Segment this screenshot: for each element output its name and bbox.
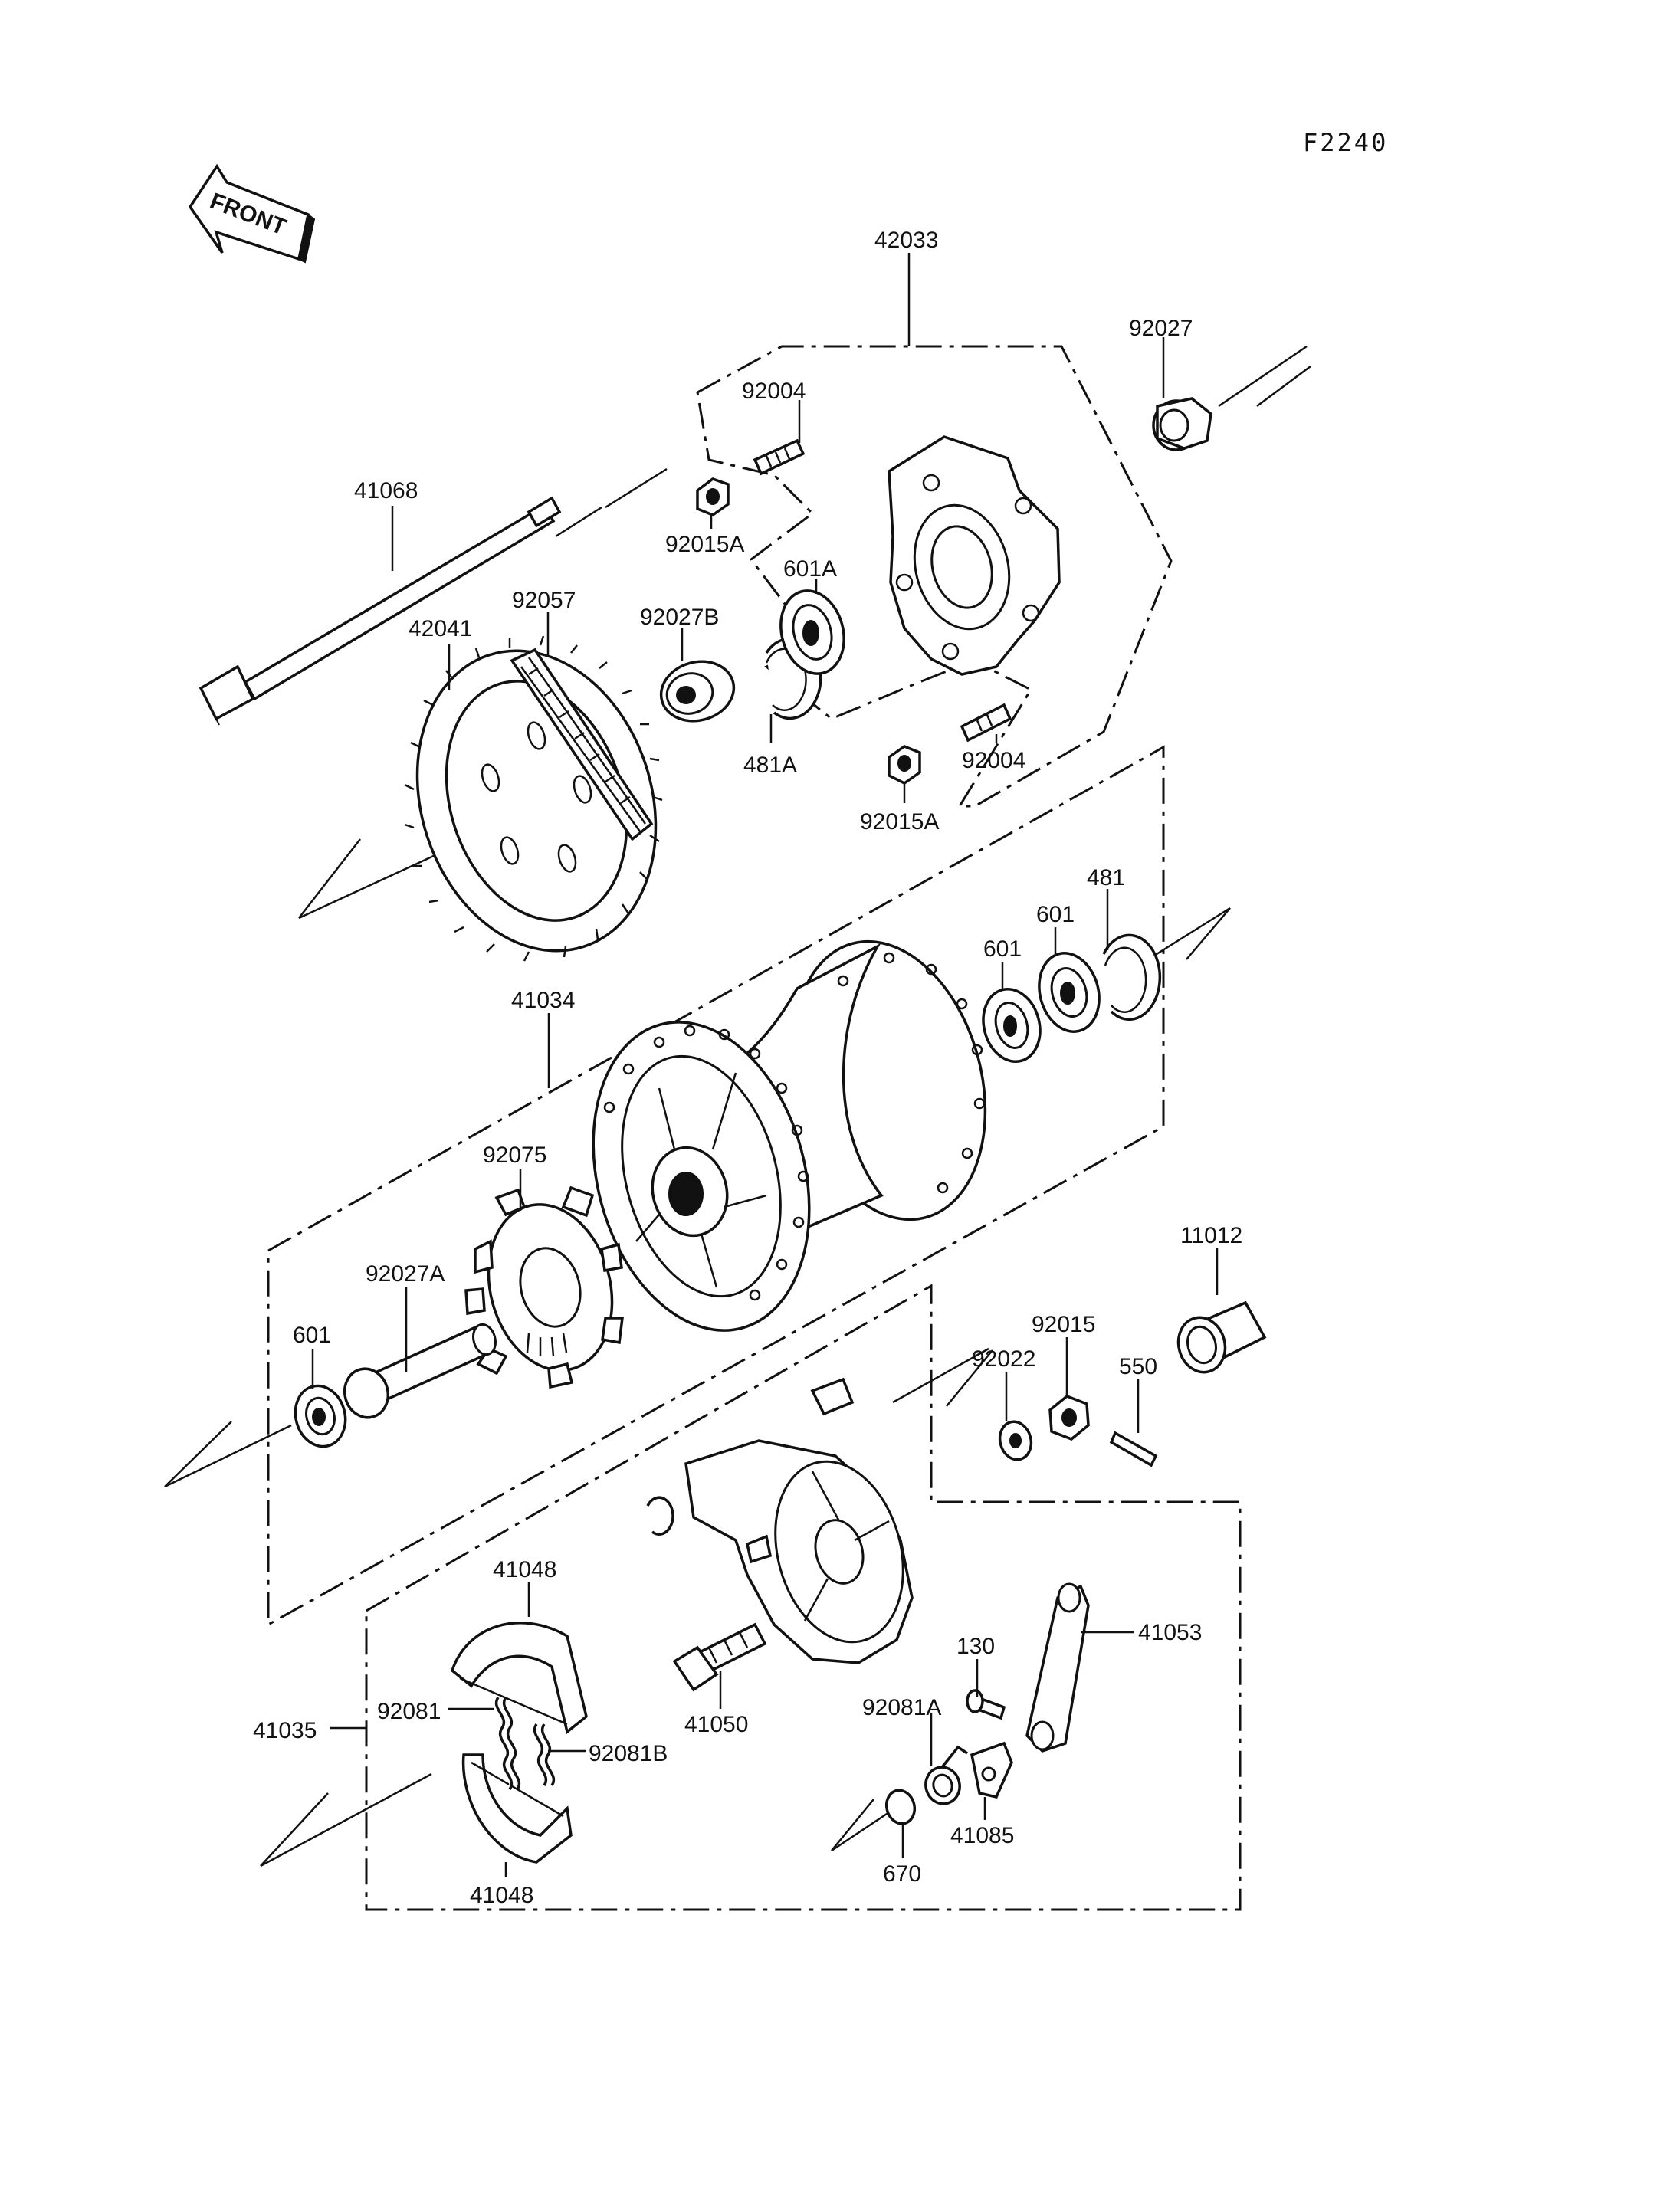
part-label: 670 [883, 1861, 921, 1887]
part-label: 92081A [862, 1695, 941, 1720]
spring-92081B [533, 1723, 555, 1786]
part-label: 42041 [409, 616, 472, 641]
part-label: 41048 [493, 1557, 556, 1582]
bearing-601A [779, 589, 845, 675]
part-label: 41068 [354, 478, 418, 503]
sprocket-hub-42033 [888, 435, 1061, 676]
part-label: 92027B [640, 605, 719, 630]
chain-92057 [510, 648, 654, 841]
part-label: 601A [783, 556, 837, 582]
axle-41068 [199, 496, 562, 726]
bearing-601-left [294, 1384, 347, 1448]
part-label: 92015A [665, 532, 744, 557]
part-label: 11012 [1180, 1223, 1242, 1248]
cotter-pin-550 [1109, 1431, 1158, 1467]
part-labels: 42033 92027 92004 41068 92015A 601A 9202… [253, 228, 1242, 1908]
stud-92004-upper [753, 438, 806, 476]
brake-panel-41035 [684, 1377, 914, 1664]
part-label: 41035 [253, 1718, 317, 1743]
diagram-code: F2240 [1303, 128, 1388, 157]
indicator-plate-41085 [970, 1741, 1013, 1799]
part-label: 41085 [950, 1823, 1014, 1848]
wheel-hub-41034 [592, 939, 987, 1332]
part-label: 601 [293, 1323, 331, 1348]
part-label: 601 [1036, 902, 1075, 927]
washer-92022 [998, 1420, 1033, 1461]
part-label: 601 [983, 936, 1022, 962]
part-label: 92004 [962, 748, 1025, 773]
part-label: 41034 [511, 988, 575, 1013]
spring-92081A [924, 1745, 968, 1805]
spring-92081 [495, 1697, 520, 1790]
part-label: 92081B [589, 1741, 668, 1766]
part-label: 92022 [972, 1346, 1035, 1372]
brake-shoe-41048-lower [461, 1753, 573, 1864]
brake-shoe-41048-upper [450, 1622, 588, 1735]
part-label: 92027A [366, 1261, 445, 1287]
leader-lines [311, 253, 1219, 1877]
collar-11012 [1176, 1300, 1267, 1374]
part-label: 41048 [470, 1883, 533, 1908]
damper-92075 [464, 1185, 624, 1389]
part-label: 92075 [483, 1143, 546, 1168]
part-label: 92015A [860, 809, 939, 835]
part-label: 42033 [874, 228, 938, 253]
part-label: 92057 [512, 588, 576, 613]
part-label: 550 [1119, 1354, 1157, 1379]
part-label: 481A [743, 753, 797, 778]
sprocket-42041 [404, 635, 663, 962]
circlip-481 [1102, 933, 1162, 1021]
part-label: 92081 [377, 1699, 441, 1724]
nut-92015A-upper [696, 477, 730, 516]
brake-cam-41050 [672, 1622, 767, 1692]
front-arrow-icon: FRONT [188, 163, 316, 264]
part-label: 41050 [684, 1712, 748, 1737]
part-label: 92027 [1129, 316, 1193, 341]
circlip-small [646, 1496, 674, 1536]
collar-92027 [1152, 397, 1212, 451]
o-ring-670 [884, 1789, 917, 1825]
part-label: 41053 [1138, 1620, 1202, 1645]
part-label: 130 [956, 1634, 995, 1659]
collar-92027B [659, 660, 736, 723]
bearing-601-right-outer [1038, 952, 1101, 1033]
nut-92015 [1048, 1395, 1090, 1441]
stud-92004-lower [960, 703, 1012, 743]
nut-92015A-lower [888, 745, 921, 785]
bolt-130 [966, 1689, 1006, 1720]
brake-lever-41053 [1025, 1582, 1090, 1753]
part-label: 92004 [742, 379, 806, 404]
group-outlines [267, 345, 1242, 1911]
part-label: 481 [1087, 865, 1125, 890]
part-label: 92015 [1032, 1312, 1095, 1337]
bearing-601-right-inner [982, 987, 1042, 1064]
sleeve-92027A [343, 1323, 497, 1419]
